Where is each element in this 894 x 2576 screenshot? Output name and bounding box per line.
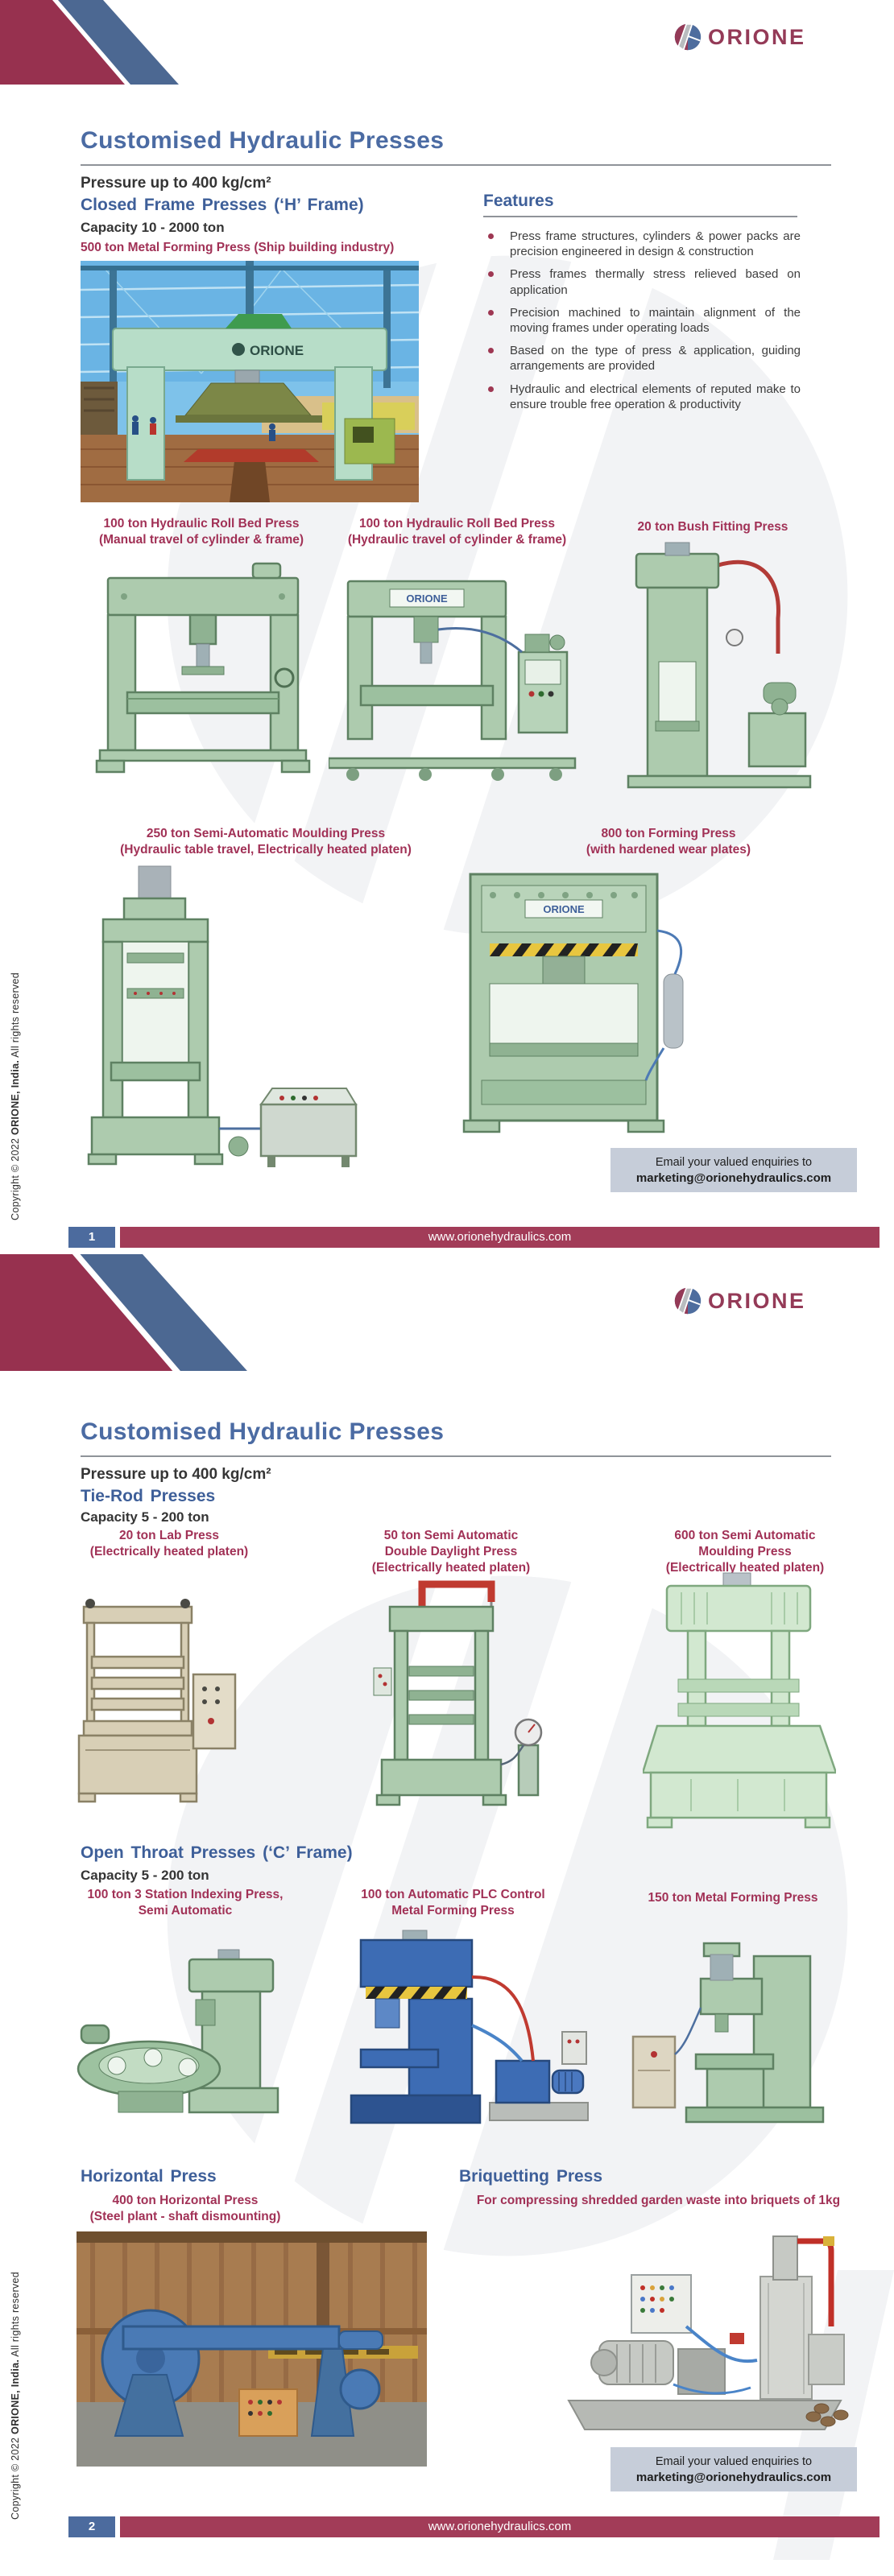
orione-logo: ORIONE [673,23,806,52]
caption-double-daylight: 50 ton Semi Automatic Double Daylight Pr… [371,1529,531,1575]
hero-caption: 500 ton Metal Forming Press (Ship buildi… [81,241,395,254]
orione-logo: ORIONE [673,1286,806,1315]
pressure-note: Pressure up to 400 kg/cm² [81,175,271,192]
caption-moulding-250: 250 ton Semi-Automatic Moulding Press (H… [120,827,412,857]
section-heading-briquetting: Briquetting Press [459,2167,603,2186]
email-box-text: Email your valued enquiries to [655,1156,813,1169]
press-brand-label: ORIONE [543,903,585,915]
brand-name: ORIONE [708,24,806,49]
image-bush-fitting-press [606,541,817,797]
features-list: Press frame structures, cylinders & powe… [483,229,801,412]
page-title: Customised Hydraulic Presses [81,1418,445,1445]
caption-bush-fitting: 20 ton Bush Fitting Press [637,520,788,534]
capacity-open-throat: Capacity 5 - 200 ton [81,1868,209,1883]
caption-lab-press: 20 ton Lab Press (Electrically heated pl… [89,1529,249,1558]
caption-forming-800: 800 ton Forming Press (with hardened wea… [586,827,751,857]
caption-moulding-600: 600 ton Semi Automatic Moulding Press (E… [665,1529,825,1575]
feature-item: Press frame structures, cylinders & powe… [483,229,801,259]
image-briquetting-press [557,2230,854,2441]
image-forming-press-800: ORIONE [448,853,699,1145]
corner-decoration [0,1254,256,1371]
caption-roll-bed-manual: 100 ton Hydraulic Roll Bed Press (Manual… [98,517,304,547]
capacity-closed-frame: Capacity 10 - 2000 ton [81,220,225,235]
image-plc-metal-forming-press-100 [332,1929,594,2140]
copyright-note: Copyright © 2022 ORIONE, India. All righ… [10,972,21,1220]
image-moulding-press-250 [71,863,370,1209]
page-number: 2 [68,2516,115,2537]
section-heading-horizontal: Horizontal Press [81,2167,217,2186]
feature-item: Hydraulic and electrical elements of rep… [483,382,801,412]
website-url[interactable]: www.orionehydraulics.com [428,2520,572,2533]
capacity-tie-rod: Capacity 5 - 200 ton [81,1509,209,1525]
orione-globe-icon [674,1286,702,1315]
copyright-note: Copyright © 2022 ORIONE, India. All righ… [10,2272,21,2520]
image-roll-bed-press-manual [95,557,311,792]
photo-500-ton-metal-forming-press: ORIONE [81,261,419,502]
section-heading-closed-frame: Closed Frame Presses (‘H’ Frame) [81,196,364,214]
footer-website-bar: www.orionehydraulics.com [120,2516,880,2537]
page-number: 1 [68,1227,115,1248]
email-enquiry-box: Email your valued enquiries to marketing… [610,2447,857,2491]
orione-globe-icon [674,23,702,52]
caption-roll-bed-hydraulic: 100 ton Hydraulic Roll Bed Press (Hydrau… [347,517,567,547]
feature-item: Precision machined to maintain alignment… [483,305,801,336]
image-lab-press-20 [66,1579,242,1819]
briquetting-note: For compressing shredded garden waste in… [476,2194,841,2207]
section-heading-open-throat: Open Throat Presses (‘C’ Frame) [81,1843,353,1862]
feature-item: Based on the type of press & application… [483,343,801,374]
features-rule [483,216,797,217]
image-metal-forming-press-150 [627,1934,830,2135]
caption-forming-150: 150 ton Metal Forming Press [648,1891,818,1905]
email-box-text: Email your valued enquiries to [655,2455,813,2468]
pressure-note: Pressure up to 400 kg/cm² [81,1466,271,1483]
page-title: Customised Hydraulic Presses [81,127,445,154]
corner-decoration [0,0,185,85]
email-address[interactable]: marketing@orionehydraulics.com [635,1171,832,1185]
image-roll-bed-press-hydraulic: ORIONE [329,557,577,792]
footer-website-bar: www.orionehydraulics.com [120,1227,880,1248]
image-moulding-press-600 [643,1570,836,1835]
website-url[interactable]: www.orionehydraulics.com [428,1230,572,1244]
caption-indexing-press: 100 ton 3 Station Indexing Press, Semi A… [87,1888,284,1918]
title-rule [81,164,831,166]
photo-horizontal-press-400 [77,2231,427,2467]
email-address[interactable]: marketing@orionehydraulics.com [635,2471,832,2484]
caption-horizontal-press: 400 ton Horizontal Press (Steel plant - … [89,2194,281,2223]
features-panel: Features Press frame structures, cylinde… [483,192,801,419]
brand-name: ORIONE [708,1288,806,1313]
title-rule [81,1455,831,1457]
press-brand-label: ORIONE [406,592,448,605]
feature-item: Press frames thermally stress relieved b… [483,266,801,297]
image-double-daylight-press-50 [345,1571,561,1826]
features-heading: Features [483,192,554,210]
email-enquiry-box: Email your valued enquiries to marketing… [610,1148,857,1192]
section-heading-tie-rod: Tie-Rod Presses [81,1487,216,1505]
press-brand-label: ORIONE [250,343,304,358]
caption-plc-press: 100 ton Automatic PLC Control Metal Form… [361,1888,545,1918]
image-indexing-press-100 [68,1948,298,2132]
